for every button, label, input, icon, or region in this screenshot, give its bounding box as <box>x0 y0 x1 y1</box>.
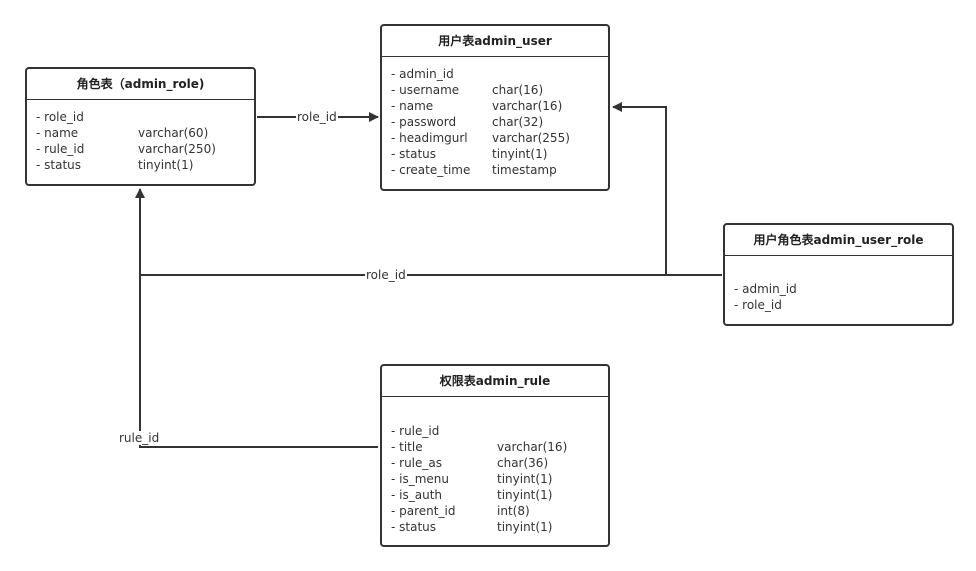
field-row: - create_time timestamp <box>391 162 608 178</box>
table-admin-user-fields: - admin_id - username char(16) - name varcha… <box>382 57 608 178</box>
field-name: - rule_as <box>391 456 443 470</box>
field-row: - status tinyint(1) <box>36 157 254 173</box>
table-admin-role[interactable]: 角色表（admin_role) - role_id - name varchar(6… <box>25 67 256 186</box>
field-type: varchar(250) <box>138 142 216 156</box>
field-row: - name varchar(16) <box>391 98 608 114</box>
table-admin-rule-fields: - rule_id - title varchar(16) - rule_as char… <box>382 397 608 535</box>
field-row: - title varchar(16) <box>391 439 608 455</box>
field-name: - is_auth <box>391 488 442 502</box>
table-admin-role-fields: - role_id - name varchar(60) - rule_id varch… <box>27 100 254 173</box>
field-type: char(32) <box>492 115 544 129</box>
connector-label-rule-id: rule_id <box>118 431 161 445</box>
table-admin-user-role[interactable]: 用户角色表admin_user_role - admin_id - role_id <box>723 223 954 326</box>
field-type: varchar(255) <box>492 131 570 145</box>
field-type: char(36) <box>497 456 549 470</box>
field-name: - rule_id <box>391 424 440 438</box>
field-name: - status <box>36 158 82 172</box>
field-name: - status <box>391 520 437 534</box>
field-name: - admin_id <box>734 282 797 296</box>
field-row: - status tinyint(1) <box>391 519 608 535</box>
field-row: - parent_id int(8) <box>391 503 608 519</box>
field-row: - name varchar(60) <box>36 125 254 141</box>
field-type: tinyint(1) <box>138 158 194 172</box>
connector-label-role-id-user: role_id <box>296 110 338 124</box>
field-row: - username char(16) <box>391 82 608 98</box>
field-name: - title <box>391 440 423 454</box>
field-row: - is_menu tinyint(1) <box>391 471 608 487</box>
field-row: - headimgurl varchar(255) <box>391 130 608 146</box>
field-row: - role_id <box>734 297 952 313</box>
table-admin-rule-title: 权限表admin_rule <box>382 366 608 397</box>
field-type: tinyint(1) <box>497 520 553 534</box>
field-type: tinyint(1) <box>497 488 553 502</box>
field-type: char(16) <box>492 83 544 97</box>
field-type: varchar(16) <box>497 440 568 454</box>
field-type: tinyint(1) <box>492 147 548 161</box>
field-name: - status <box>391 147 437 161</box>
field-name: - username <box>391 83 460 97</box>
field-type: varchar(60) <box>138 126 209 140</box>
field-name: - rule_id <box>36 142 85 156</box>
field-name: - admin_id <box>391 67 454 81</box>
field-name: - role_id <box>734 298 782 312</box>
field-row: - rule_as char(36) <box>391 455 608 471</box>
field-name: - parent_id <box>391 504 456 518</box>
table-admin-rule[interactable]: 权限表admin_rule - rule_id - title varchar(16… <box>380 364 610 547</box>
field-name: - role_id <box>36 110 84 124</box>
field-row: - is_auth tinyint(1) <box>391 487 608 503</box>
table-admin-user[interactable]: 用户表admin_user - admin_id - username char(1… <box>380 24 610 191</box>
table-admin-user-title: 用户表admin_user <box>382 26 608 57</box>
field-row: - admin_id <box>391 66 608 82</box>
field-row: - admin_id <box>734 281 952 297</box>
field-type: timestamp <box>492 163 557 177</box>
field-name: - password <box>391 115 457 129</box>
field-name: - name <box>36 126 79 140</box>
field-row: - rule_id <box>391 423 608 439</box>
connector-rule-to-role <box>135 188 378 448</box>
field-name: - name <box>391 99 434 113</box>
field-row: - status tinyint(1) <box>391 146 608 162</box>
field-row: - password char(32) <box>391 114 608 130</box>
connector-user-role-to-user <box>612 102 722 276</box>
field-row: - rule_id varchar(250) <box>36 141 254 157</box>
field-type: int(8) <box>497 504 530 518</box>
field-name: - headimgurl <box>391 131 468 145</box>
table-admin-role-title: 角色表（admin_role) <box>27 69 254 100</box>
table-admin-user-role-fields: - admin_id - role_id <box>725 256 952 313</box>
field-name: - is_menu <box>391 472 450 486</box>
field-type: tinyint(1) <box>497 472 553 486</box>
field-row: - role_id <box>36 109 254 125</box>
field-name: - create_time <box>391 163 471 177</box>
connector-label-role-id-user-role: role_id <box>365 268 407 282</box>
field-type: varchar(16) <box>492 99 563 113</box>
table-admin-user-role-title: 用户角色表admin_user_role <box>725 225 952 256</box>
